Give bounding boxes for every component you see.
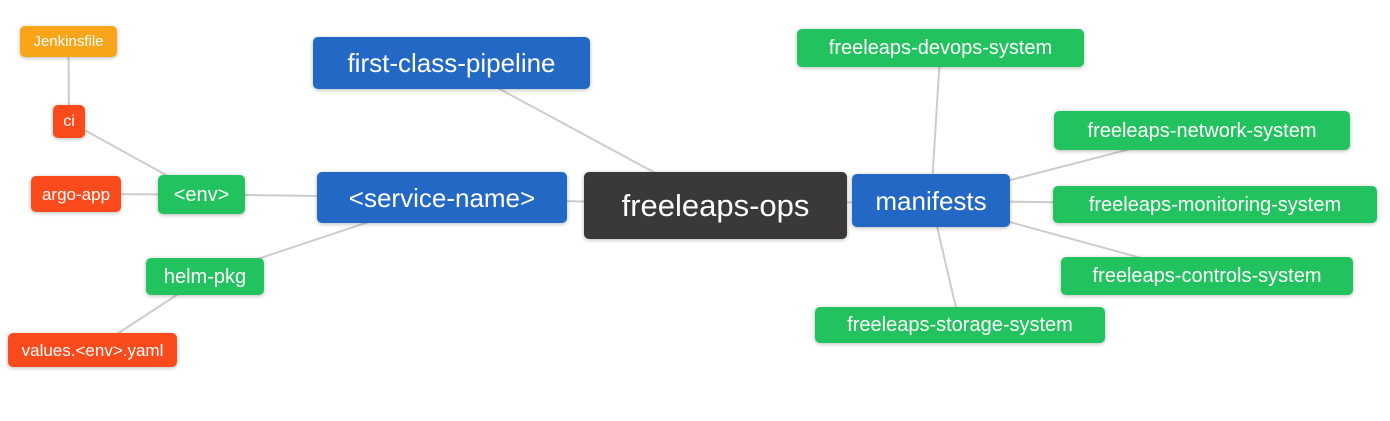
node-first-class-pipeline[interactable]: first-class-pipeline bbox=[313, 37, 590, 89]
node-freeleaps-monitoring-system[interactable]: freeleaps-monitoring-system bbox=[1053, 186, 1377, 223]
node-ci[interactable]: ci bbox=[53, 105, 85, 138]
node-jenkinsfile[interactable]: Jenkinsfile bbox=[20, 26, 117, 57]
node-manifests[interactable]: manifests bbox=[852, 174, 1010, 227]
node-values-env-yaml[interactable]: values.<env>.yaml bbox=[8, 333, 177, 367]
node-freeleaps-network-system[interactable]: freeleaps-network-system bbox=[1054, 111, 1350, 150]
node-freeleaps-ops[interactable]: freeleaps-ops bbox=[584, 172, 847, 239]
node-freeleaps-controls-system[interactable]: freeleaps-controls-system bbox=[1061, 257, 1353, 295]
node-helm-pkg[interactable]: helm-pkg bbox=[146, 258, 264, 295]
node-service-name[interactable]: <service-name> bbox=[317, 172, 567, 223]
node-freeleaps-devops-system[interactable]: freeleaps-devops-system bbox=[797, 29, 1084, 67]
node-argo-app[interactable]: argo-app bbox=[31, 176, 121, 212]
node-freeleaps-storage-system[interactable]: freeleaps-storage-system bbox=[815, 307, 1105, 343]
node-env[interactable]: <env> bbox=[158, 175, 245, 214]
